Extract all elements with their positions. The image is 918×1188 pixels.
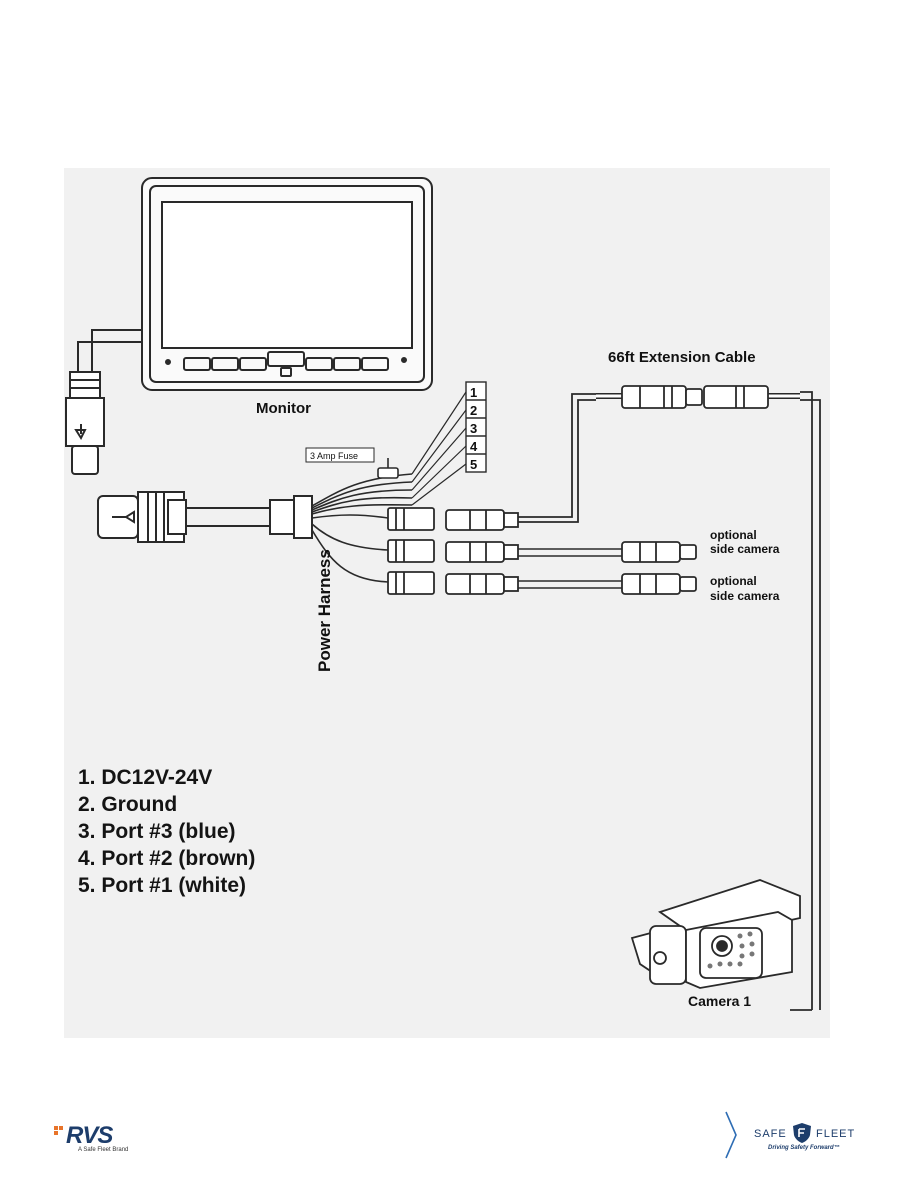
- legend-item-1: 1. DC12V-24V: [78, 766, 213, 789]
- wire-number-2: 2: [470, 403, 477, 418]
- fuse-label: 3 Amp Fuse: [310, 451, 358, 461]
- harness-cable: [186, 495, 313, 539]
- power-wires: [311, 473, 413, 583]
- shield-icon: [793, 1123, 811, 1143]
- safe-fleet-left: SAFE: [754, 1128, 787, 1140]
- wire-number-5: 5: [470, 457, 477, 472]
- chevron-right-icon: [725, 1111, 737, 1159]
- legend-item-4: 4. Port #2 (brown): [78, 847, 256, 870]
- wire-number-boxes: [465, 381, 487, 473]
- harness-connector: [97, 491, 187, 543]
- extension-cable: [518, 391, 821, 1011]
- rvs-logo-mark-icon: [54, 1126, 63, 1135]
- rvs-logo: RVS A Safe Fleet Brand: [54, 1122, 150, 1156]
- rvs-tagline: A Safe Fleet Brand: [78, 1147, 129, 1153]
- rvs-wordmark: RVS: [66, 1122, 113, 1149]
- optional-camera-1-line2: side camera: [710, 542, 780, 556]
- harness-port-connectors: [387, 507, 435, 595]
- wire-number-1: 1: [470, 385, 477, 400]
- safe-fleet-right: FLEET: [816, 1128, 856, 1140]
- power-harness-label: Power Harness: [315, 549, 334, 672]
- optional-camera-2-line1: optional: [710, 574, 757, 588]
- wire-number-3: 3: [470, 421, 477, 436]
- optional-camera-1-line1: optional: [710, 528, 757, 542]
- safe-fleet-logo: SAFE FLEET Driving Safety Forward™: [724, 1110, 864, 1160]
- extension-cable-label: 66ft Extension Cable: [608, 349, 756, 366]
- fuse-label-box: [305, 447, 375, 463]
- wire-number-4: 4: [470, 439, 478, 454]
- mating-plugs: [445, 509, 519, 595]
- camera-leds: [707, 931, 755, 969]
- monitor-cable: [77, 329, 142, 372]
- optional-camera-plugs: [621, 541, 697, 595]
- optional-camera-2-line2: side camera: [710, 589, 780, 603]
- camera: [630, 879, 801, 989]
- monitor-connector: [65, 371, 105, 475]
- fuse: [377, 458, 399, 479]
- legend-item-5: 5. Port #1 (white): [78, 874, 247, 897]
- legend-item-2: 2. Ground: [78, 793, 178, 816]
- monitor-label: Monitor: [256, 400, 311, 417]
- legend-item-3: 3. Port #3 (blue): [78, 820, 236, 843]
- safe-fleet-tagline: Driving Safety Forward™: [768, 1145, 840, 1151]
- extension-connectors: [621, 385, 769, 409]
- optional-camera-cables: [518, 548, 622, 589]
- wire-legend: 1. DC12V-24V 2. Ground 3. Port #3 (blue)…: [78, 764, 255, 899]
- camera-label: Camera 1: [688, 993, 751, 1009]
- wire-leaders: [411, 391, 467, 506]
- monitor: [141, 177, 433, 391]
